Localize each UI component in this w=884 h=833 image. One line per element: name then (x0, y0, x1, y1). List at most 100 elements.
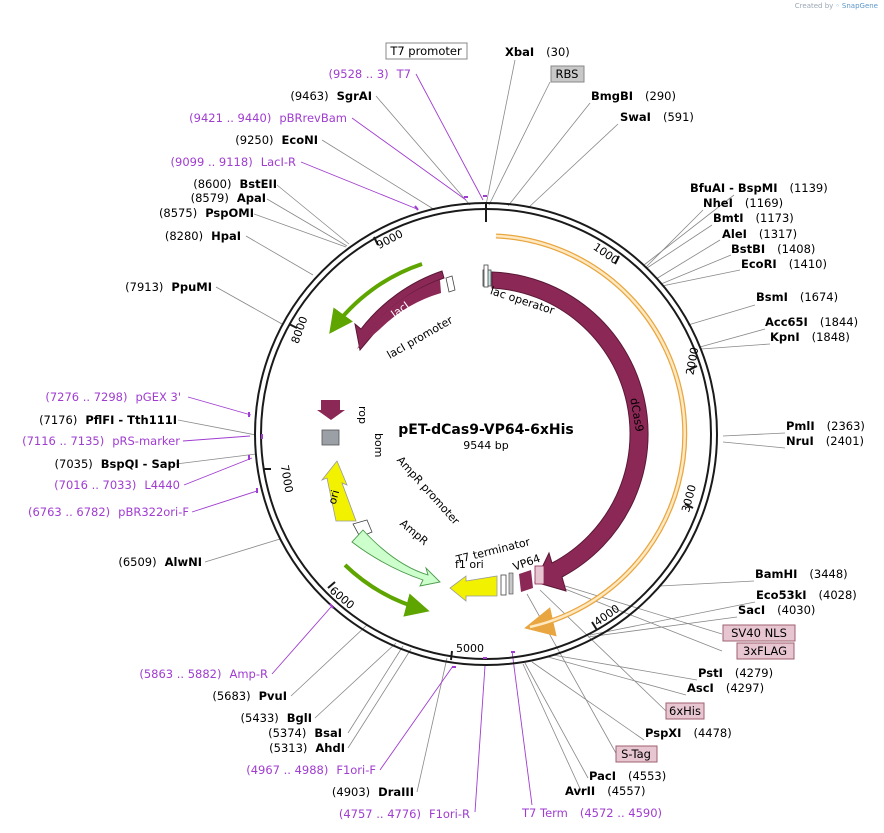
snapgene-credit: Created by ◦ SnapGene (795, 2, 878, 10)
site-bmti: BmtI(1173) (713, 211, 794, 225)
feature-laci-promoter (445, 275, 456, 293)
tick-2000: 2000 (684, 346, 702, 376)
site-avrii: AvrII(4557) (565, 784, 645, 798)
label-f1-ori: f1 ori (455, 558, 484, 571)
site-pspxi: PspXI(4478) (645, 726, 732, 740)
site-alei: AleI(1317) (722, 227, 797, 241)
label-dcas9: dCas9 (627, 397, 646, 433)
box-s-tag-label: S-Tag (621, 747, 651, 761)
feature-t7-start (483, 264, 489, 288)
box-s-tag (615, 745, 658, 763)
box-6xhis-label: 6xHis (669, 704, 701, 718)
box-sv40-nls (722, 624, 796, 642)
primer-amp-r: (5863 .. 5882)Amp-R (139, 667, 268, 681)
snapgene-logo-icon: ◦ (835, 2, 840, 10)
feature-bom (321, 429, 340, 446)
orf-laci (329, 262, 423, 334)
plasmid-name: pET-dCas9-VP64-6xHis (398, 422, 574, 438)
label-ori: ori (326, 489, 342, 506)
primer-prs-marker: (7116 .. 7135)pRS-marker (22, 434, 180, 448)
site-bgli: (5433)BglI (241, 711, 312, 725)
feature-ampr (351, 529, 441, 587)
feature-laci-body (357, 280, 441, 349)
site-bstbi: BstBI(1408) (731, 242, 815, 256)
feature-ampr-promoter (352, 519, 373, 538)
connector-lines-left (175, 95, 471, 793)
site-pvui: (5683)PvuI (212, 689, 287, 703)
primer-f1ori-f: (4967 .. 4988)F1ori-F (246, 763, 376, 777)
feature-small-1 (508, 572, 514, 595)
primer-pbrrevbam: (9421 .. 9440)pBRrevBam (189, 111, 347, 125)
feature-ori (320, 460, 357, 522)
site-nhei: NheI(1169) (703, 196, 783, 210)
site-xbai: XbaI(30) (505, 45, 570, 59)
site-eco53ki: Eco53kI(4028) (756, 588, 857, 602)
box-3xflag-label: 3xFLAG (743, 644, 787, 658)
credit-prefix: Created by (794, 2, 834, 10)
site-bsmi: BsmI(1674) (756, 290, 838, 304)
feature-f1-ori (449, 575, 498, 602)
site-kpni: KpnI(1848) (770, 330, 850, 344)
box-t7-promoter (385, 42, 468, 60)
tick-5000: 5000 (456, 642, 484, 655)
site-hpai: (8280)HpaI (165, 229, 241, 243)
box-t7-promoter-label: T7 promoter (389, 44, 462, 58)
feature-dcas9 (491, 271, 649, 592)
label-rop: rop (356, 406, 369, 424)
tick-marks (263, 203, 698, 661)
site-pmli: PmlI(2363) (786, 419, 865, 433)
site-swai: SwaI(591) (620, 110, 694, 124)
label-bom: bom (372, 433, 385, 457)
tick-7000: 7000 (278, 464, 296, 494)
box-rbs (550, 65, 585, 83)
site-bsai: (5374)BsaI (268, 726, 342, 740)
site-bsteii: (8600)BstEII (193, 177, 277, 191)
feature-rop (317, 400, 345, 420)
label-ampr: AmpR (397, 517, 431, 548)
connector-lines (485, 59, 786, 794)
box-6xhis (665, 702, 705, 720)
primer-t7-term: T7 Term(4572 .. 4590) (521, 806, 662, 820)
credit-brand: SnapGene (841, 2, 878, 10)
primer-t7: (9528 .. 3)T7 (328, 67, 411, 81)
site-asci: AscI(4297) (687, 681, 764, 695)
primer-markers (248, 195, 515, 668)
label-ampr-promoter: AmpR promoter (394, 454, 462, 528)
site-psti: PstI(4279) (698, 666, 773, 680)
primer-l4440: (7016 .. 7033)L4440 (54, 478, 180, 492)
feature-his (534, 565, 545, 585)
site-pspomi: (8575)PspOMI (159, 206, 254, 220)
primer-laci-r: (9099 .. 9118)LacI-R (171, 155, 296, 169)
site-ecori: EcoRI(1410) (741, 257, 827, 271)
tick-3000: 3000 (679, 483, 699, 513)
site-econi: (9250)EcoNI (235, 133, 318, 147)
primer-f1ori-r: (4757 .. 4776)F1ori-R (339, 807, 470, 821)
site-draiii: (4903)DraIII (332, 785, 414, 799)
site-bamhi: BamHI(3448) (755, 567, 848, 581)
feature-vp64 (519, 570, 533, 592)
primer-connectors (182, 73, 533, 813)
primer-pbr322ori-f: (6763 .. 6782)pBR322ori-F (28, 505, 189, 519)
site-apai: (8579)ApaI (191, 191, 266, 205)
box-sv40-nls-label: SV40 NLS (731, 626, 787, 640)
primer-pgex3: (7276 .. 7298)pGEX 3' (45, 390, 181, 404)
site-ppumi: (7913)PpuMI (125, 280, 212, 294)
site-alwni: (6509)AlwNI (118, 555, 202, 569)
plasmid-length: 9544 bp (463, 439, 508, 452)
site-ahdi: (5313)AhdI (269, 741, 345, 755)
site-saci: SacI(4030) (738, 603, 815, 617)
site-bspqi-sapi: (7035)BspQI - SapI (55, 457, 180, 471)
box-rbs-label: RBS (556, 67, 579, 81)
box-3xflag (736, 642, 795, 660)
orf-ampr (343, 563, 430, 617)
site-nrui: NruI(2401) (786, 434, 864, 448)
site-acc65i: Acc65I(1844) (765, 315, 858, 329)
feature-t7-terminator (500, 574, 507, 596)
site-sgrai: (9463)SgrAI (290, 89, 372, 103)
orf-dcas9-inner (495, 234, 686, 629)
site-bmgbi: BmgBI(290) (591, 89, 676, 103)
site-paci: PacI(4553) (589, 769, 666, 783)
site-bfuai-bspmi: BfuAI - BspMI(1139) (690, 181, 828, 195)
site-pflfi-tth111i: (7176)PflFI - Tth111I (39, 413, 177, 427)
